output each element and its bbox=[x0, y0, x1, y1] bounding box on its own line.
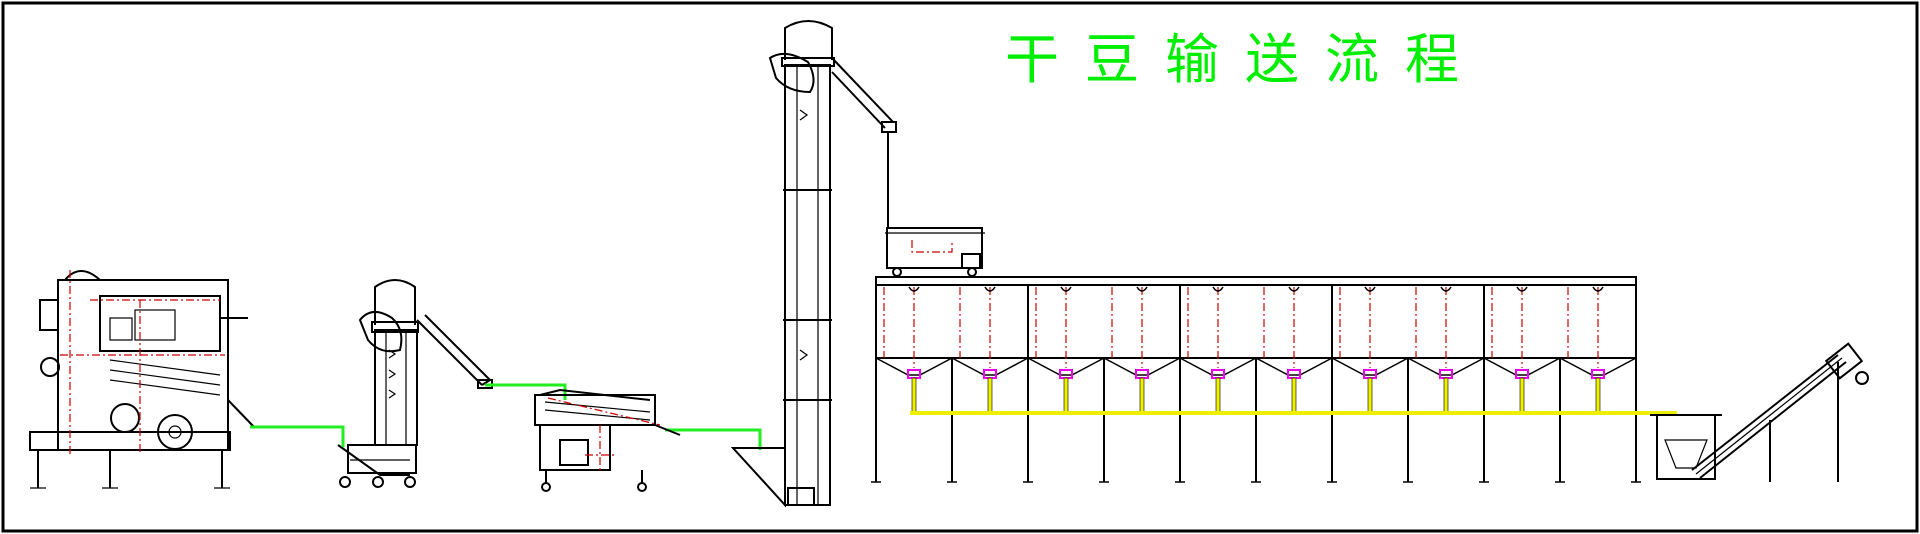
vibrating-screen bbox=[534, 388, 681, 492]
bin-hopper bbox=[1255, 357, 1333, 376]
bin-valve bbox=[983, 369, 997, 379]
bin-hopper bbox=[1027, 357, 1105, 376]
diagram-title: 干豆输送流程 bbox=[1005, 28, 1485, 91]
bin-valve bbox=[1515, 369, 1529, 379]
bin-valve bbox=[1211, 369, 1225, 379]
bin-inlet bbox=[1136, 286, 1148, 292]
bin-valve bbox=[1363, 369, 1377, 379]
bin-valve bbox=[1591, 369, 1605, 379]
bin-inlet bbox=[1288, 286, 1300, 292]
bin-hopper bbox=[1407, 357, 1485, 376]
bin-inlet bbox=[1592, 286, 1604, 292]
bin-valve bbox=[1059, 369, 1073, 379]
bin-valve bbox=[1287, 369, 1301, 379]
bin-spout bbox=[1291, 377, 1297, 414]
bin-inlet bbox=[1440, 286, 1452, 292]
bin-spout bbox=[1063, 377, 1069, 414]
bin-inlet bbox=[1364, 286, 1376, 292]
bin-hopper bbox=[875, 357, 953, 376]
bin-spout bbox=[1215, 377, 1221, 414]
bin-hopper bbox=[951, 357, 1029, 376]
bin-inlet bbox=[1212, 286, 1224, 292]
bin-valve bbox=[1135, 369, 1149, 379]
bin-spout bbox=[1367, 377, 1373, 414]
bin-spout bbox=[1519, 377, 1525, 414]
bin-spout bbox=[1139, 377, 1145, 414]
bin-inlet bbox=[984, 286, 996, 292]
bin-hopper bbox=[1103, 357, 1181, 376]
gravity-separator-cleaner bbox=[29, 270, 256, 489]
inclined-belt-conveyor bbox=[1650, 342, 1869, 482]
large-bucket-elevator bbox=[730, 20, 897, 508]
bin-inlet bbox=[1060, 286, 1072, 292]
transfer-line-1 bbox=[250, 425, 345, 447]
bin-hopper bbox=[1331, 357, 1409, 376]
bin-spout bbox=[1595, 377, 1601, 414]
transfer-line-3 bbox=[665, 428, 762, 450]
bin-hopper bbox=[1559, 357, 1637, 376]
bin-spout bbox=[911, 377, 917, 414]
bin-spout bbox=[987, 377, 993, 414]
bin-valve bbox=[1439, 369, 1453, 379]
bin-hopper bbox=[1483, 357, 1561, 376]
bin-spout bbox=[1443, 377, 1449, 414]
distribution-cart bbox=[885, 227, 985, 277]
storage-bin-array bbox=[871, 276, 1677, 483]
bin-inlet bbox=[908, 286, 920, 292]
bin-valve bbox=[907, 369, 921, 379]
bin-inlet bbox=[1516, 286, 1528, 292]
bin-hopper bbox=[1179, 357, 1257, 376]
small-bucket-elevator bbox=[337, 279, 493, 488]
